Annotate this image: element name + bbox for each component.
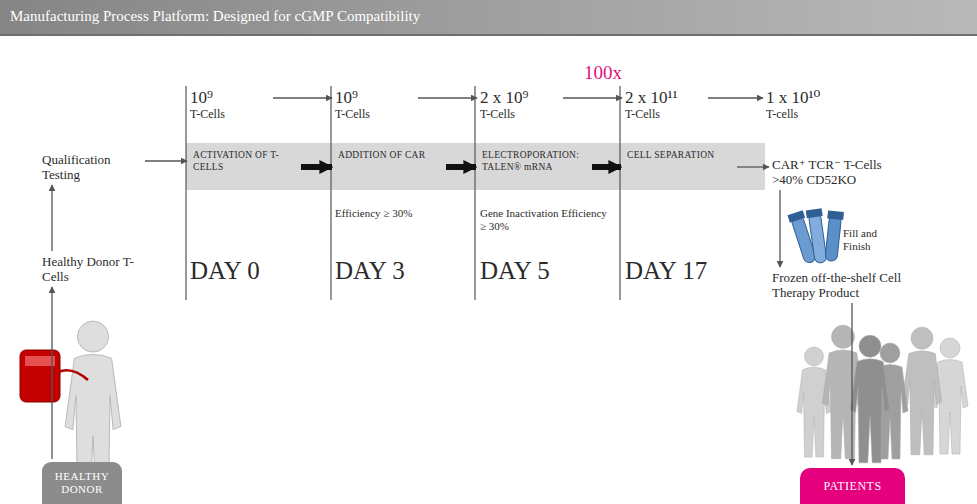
node-text: 2 x 10⁹ xyxy=(480,88,560,107)
product-spec: CAR⁺ TCR⁻ T-Cells >40% CD52KO xyxy=(772,157,894,187)
node-text: T-Cells xyxy=(480,107,560,121)
flow-arrow xyxy=(563,97,622,98)
process-step: ELECTROPORATION: TALEN® mRNA xyxy=(479,147,589,175)
flow-arrow xyxy=(51,287,52,459)
efficiency-note: Efficiency ≥ 30% xyxy=(335,207,455,220)
header-rule xyxy=(0,34,977,36)
frozen-product: Frozen off-the-shelf Cell Therapy Produc… xyxy=(772,270,922,300)
cell-count: 10⁹T-Cells xyxy=(190,88,270,121)
node-text: 1 x 10¹⁰ xyxy=(766,88,846,107)
node-text: PATIENTS xyxy=(804,479,901,493)
edge-label: 100x xyxy=(582,62,624,84)
node-text: 10⁹ xyxy=(190,88,270,107)
flow-arrow xyxy=(851,303,852,465)
process-step: ADDITION OF CAR xyxy=(335,147,443,163)
node-text: T-cells xyxy=(766,107,846,121)
day-label: DAY 0 xyxy=(190,257,320,285)
flow-arrow xyxy=(51,185,52,251)
node-text: ADDITION OF CAR xyxy=(335,147,443,163)
efficiency-note: Gene Inactivation Efficiency ≥ 30% xyxy=(480,207,610,233)
cell-count: 2 x 10¹¹T-Cells xyxy=(625,88,705,121)
node-text: T-Cells xyxy=(190,107,270,121)
day-label: DAY 17 xyxy=(625,257,755,285)
day-label: DAY 3 xyxy=(335,257,465,285)
node-text: 10⁹ xyxy=(335,88,415,107)
process-arrow xyxy=(301,164,332,170)
node-text: CELL SEPARATION xyxy=(624,147,734,163)
donor-cells: Healthy Donor T-Cells xyxy=(42,254,134,284)
cell-count: 2 x 10⁹T-Cells xyxy=(480,88,560,121)
process-arrow xyxy=(592,164,621,170)
node-text: T-Cells xyxy=(625,107,705,121)
timeline-lines xyxy=(186,86,620,300)
flow-arrow xyxy=(708,97,763,98)
header-bar xyxy=(0,0,977,34)
process-step: ACTIVATION OF T-CELLS xyxy=(190,147,298,175)
node-text: T-Cells xyxy=(335,107,415,121)
process-step: CELL SEPARATION xyxy=(624,147,734,163)
fill-finish-note: Fill and Finish xyxy=(843,227,903,253)
node-text: CAR⁺ TCR⁻ T-Cells >40% CD52KO xyxy=(772,157,894,187)
node-text: Frozen off-the-shelf Cell Therapy Produc… xyxy=(772,270,922,300)
node-text: ELECTROPORATION: TALEN® mRNA xyxy=(479,147,589,175)
flow-arrow xyxy=(779,190,780,267)
node-text: ACTIVATION OF T-CELLS xyxy=(190,147,298,175)
flow-arrow xyxy=(737,166,769,167)
node-text: Qualification Testing xyxy=(42,152,142,182)
cell-count: 10⁹T-Cells xyxy=(335,88,415,121)
donor-box: HEALTHY DONOR xyxy=(42,462,122,504)
node-text: Healthy Donor T-Cells xyxy=(42,254,134,284)
cell-count: 1 x 10¹⁰T-cells xyxy=(766,88,846,121)
patients-box: PATIENTS xyxy=(800,468,905,504)
title: Manufacturing Process Platform: Designed… xyxy=(10,8,420,25)
patient-crowd xyxy=(797,325,968,463)
blood-bag xyxy=(20,350,88,402)
node-text: HEALTHY DONOR xyxy=(46,470,118,496)
node-text: 2 x 10¹¹ xyxy=(625,88,705,107)
qualification-step: Qualification Testing xyxy=(42,152,142,182)
day-label: DAY 5 xyxy=(480,257,610,285)
process-arrow xyxy=(446,164,476,170)
flow-arrow xyxy=(145,160,187,161)
flow-arrow xyxy=(273,97,332,98)
flow-arrow xyxy=(418,97,477,98)
test-tubes xyxy=(787,208,844,264)
